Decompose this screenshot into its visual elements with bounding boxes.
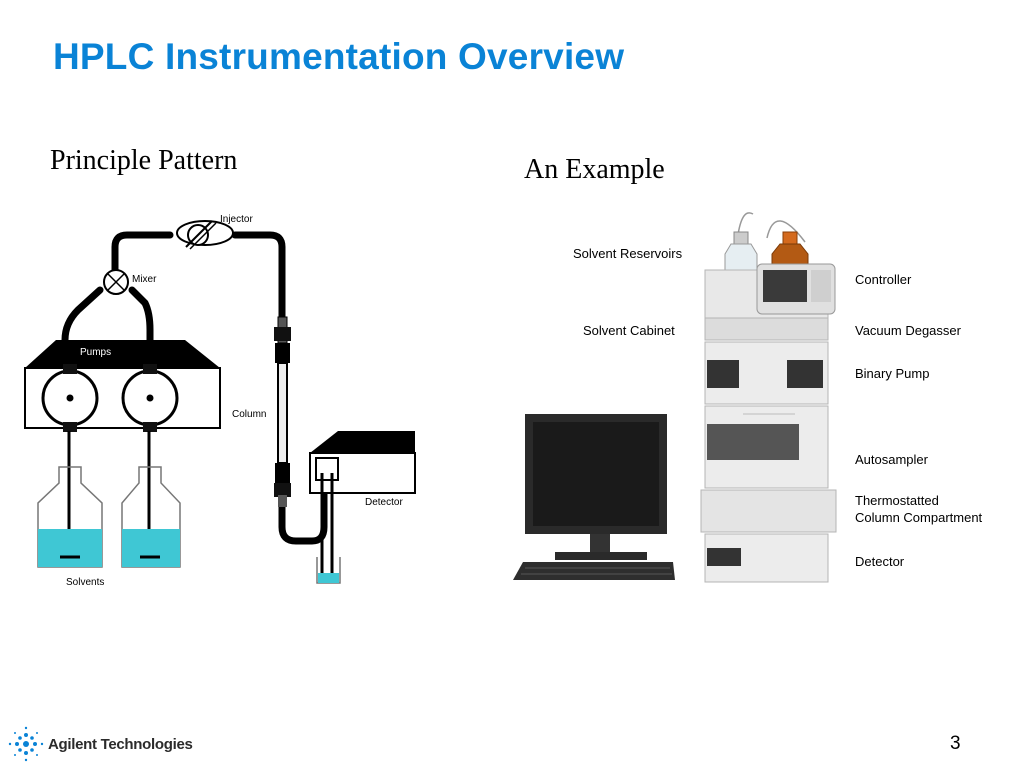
controller-handheld — [756, 263, 836, 315]
pump-head-right — [121, 364, 179, 432]
mixer-label: Mixer — [132, 274, 157, 285]
instrument-stack — [700, 269, 837, 583]
label-binary-pump: Binary Pump — [855, 366, 930, 381]
label-controller: Controller — [855, 272, 912, 287]
hplc-example-image — [513, 212, 837, 583]
waste-beaker — [316, 557, 341, 584]
pumps-unit — [24, 340, 221, 432]
label-autosampler: Autosampler — [855, 452, 928, 467]
solvent-bottle-right — [121, 431, 181, 568]
agilent-spark-logo-icon — [8, 726, 44, 762]
solvent-reservoir-bottles — [724, 212, 809, 271]
injector-icon — [176, 220, 234, 250]
keyboard — [513, 562, 675, 580]
label-column-compartment: Column Compartment — [855, 510, 983, 525]
column-label: Column — [232, 409, 266, 420]
page-number: 3 — [950, 733, 961, 754]
label-detector: Detector — [855, 554, 905, 569]
label-vacuum-degasser: Vacuum Degasser — [855, 323, 961, 338]
column — [274, 316, 291, 507]
principle-pattern-heading: Principle Pattern — [50, 145, 238, 176]
slide-title: HPLC Instrumentation Overview — [53, 36, 625, 77]
solvents-label: Solvents — [66, 577, 104, 588]
label-thermostatted: Thermostatted — [855, 493, 939, 508]
detector-unit — [309, 431, 416, 573]
hplc-schematic: Column Injector Mixer Pumps — [24, 214, 416, 588]
brand-name: Agilent Technologies — [48, 736, 193, 753]
example-heading: An Example — [524, 154, 665, 185]
label-solvent-reservoirs: Solvent Reservoirs — [573, 246, 683, 261]
detector-label: Detector — [365, 497, 403, 508]
computer-monitor — [525, 414, 667, 560]
injector-label: Injector — [220, 214, 253, 225]
solvent-bottle-left — [37, 431, 103, 568]
label-solvent-cabinet: Solvent Cabinet — [583, 323, 675, 338]
pumps-label: Pumps — [80, 347, 111, 358]
mixer-icon — [103, 269, 129, 295]
pump-head-left — [41, 364, 99, 432]
